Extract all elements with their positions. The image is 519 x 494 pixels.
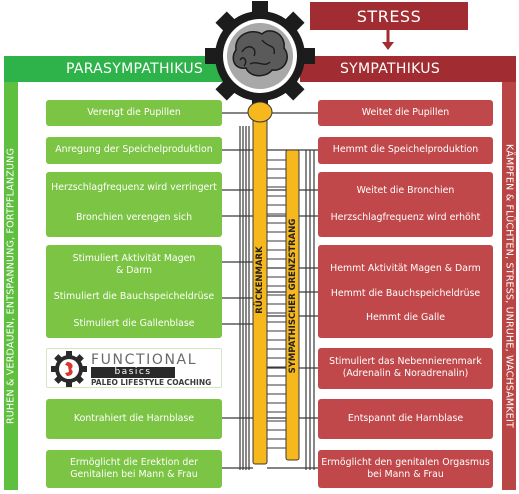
para-item: Bronchien verengen sich	[75, 212, 193, 223]
sym-item: Hemmt die Galle	[365, 312, 446, 323]
para-box-digestion: Stimuliert Aktivität Magen & Darm Stimul…	[46, 245, 222, 338]
para-box-bladder: Kontrahiert die Harnblase	[46, 399, 222, 439]
sym-box-bladder: Entspannt die Harnblase	[318, 399, 493, 439]
sympathikus-side-label: KÄMPFEN & FLÜCHTEN, STRESS, UNRUHE, WACH…	[503, 144, 515, 428]
grenzstrang-label: SYMPATHISCHER GRENZSTRANG	[287, 218, 298, 374]
sym-item: Entspannt die Harnblase	[347, 413, 464, 424]
para-box-pupils: Verengt die Pupillen	[46, 100, 222, 126]
para-item: Stimuliert Aktivität Magen & Darm	[72, 253, 196, 276]
sympathikus-side-bar: KÄMPFEN & FLÜCHTEN, STRESS, UNRUHE, WACH…	[502, 82, 516, 490]
para-item: Herzschlagfrequenz wird verringert	[51, 182, 217, 193]
logo-tagline: PALEO LIFESTYLE COACHING	[91, 378, 212, 387]
sym-item: Hemmt die Bauchspeicheldrüse	[330, 288, 481, 299]
parasympathikus-side-label: RUHEN & VERDAUEN, ENTSPANNUNG, FORTPFLAN…	[5, 147, 17, 425]
sym-item: Weitet die Pupillen	[361, 107, 450, 118]
logo-word-basics: basics	[91, 367, 175, 378]
grenzstrang-bar	[285, 149, 300, 461]
sym-item: Hemmt Aktivität Magen & Darm	[330, 263, 481, 274]
sym-item: Hemmt die Speichelproduktion	[332, 144, 479, 155]
sympathikus-header: SYMPATHIKUS	[300, 56, 516, 82]
brain-gear	[204, 0, 316, 126]
para-item: Verengt die Pupillen	[87, 107, 181, 118]
para-item: Stimuliert die Bauchspeicheldrüse	[53, 291, 215, 302]
para-item: Stimuliert die Gallenblase	[73, 318, 195, 329]
rueckenmark-label: RÜCKENMARK	[255, 246, 265, 314]
sym-box-saliva: Hemmt die Speichelproduktion	[318, 137, 493, 164]
para-box-saliva: Anregung der Speichelproduktion	[46, 137, 222, 164]
sym-item: Weitet die Bronchien	[356, 185, 455, 196]
para-item: Anregung der Speichelproduktion	[55, 144, 213, 155]
sym-box-pupils: Weitet die Pupillen	[318, 100, 493, 126]
sym-item: Stimuliert das Nebennierenmark (Adrenali…	[329, 356, 482, 379]
functional-basics-logo: FUNCTIONAL basics PALEO LIFESTYLE COACHI…	[46, 348, 222, 388]
sym-item: Ermöglicht den genitalen Orgasmus bei Ma…	[321, 457, 490, 480]
para-item: Kontrahiert die Harnblase	[73, 413, 195, 424]
stress-label: STRESS	[310, 2, 468, 30]
parasympathikus-header: PARASYMPATHIKUS	[4, 56, 240, 82]
para-item: Ermöglicht die Erektion der Genitalien b…	[70, 457, 198, 480]
sym-box-genital: Ermöglicht den genitalen Orgasmus bei Ma…	[318, 450, 493, 488]
sym-box-lung-heart: Weitet die Bronchien Herzschlagfrequenz …	[318, 172, 493, 237]
sym-box-digestion: Hemmt Aktivität Magen & Darm Hemmt die B…	[318, 245, 493, 338]
logo-gear-icon	[51, 351, 87, 387]
stress-arrow	[382, 42, 394, 50]
logo-word-functional: FUNCTIONAL	[91, 352, 198, 368]
sym-box-adrenal: Stimuliert das Nebennierenmark (Adrenali…	[318, 348, 493, 389]
sym-item: Herzschlagfrequenz wird erhöht	[330, 212, 481, 223]
parasympathikus-side-bar: RUHEN & VERDAUEN, ENTSPANNUNG, FORTPFLAN…	[4, 82, 18, 490]
para-box-genital: Ermöglicht die Erektion der Genitalien b…	[46, 450, 222, 488]
para-box-heart-lung: Herzschlagfrequenz wird verringert Bronc…	[46, 172, 222, 237]
